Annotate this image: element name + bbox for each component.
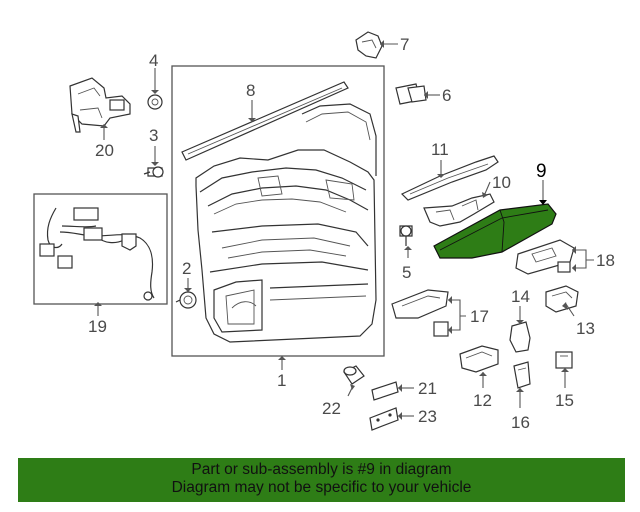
callout-17: 17 bbox=[470, 307, 489, 326]
notice-line-1: Part or sub-assembly is #9 in diagram bbox=[191, 461, 452, 478]
part-18-switch-panel bbox=[515, 239, 575, 275]
part-2-fastener bbox=[175, 291, 197, 309]
notice-line-2: Diagram may not be specific to your vehi… bbox=[171, 479, 472, 496]
callout-14: 14 bbox=[511, 287, 530, 306]
part-9-shape bbox=[433, 203, 557, 259]
door-panel-assembly bbox=[171, 65, 385, 357]
callout-22: 22 bbox=[322, 399, 341, 418]
part-5-screw bbox=[399, 225, 413, 246]
notice-banner: Part or sub-assembly is #9 in diagram Di… bbox=[18, 458, 625, 502]
part-9-armrest-highlighted bbox=[433, 203, 557, 259]
callout-21: 21 bbox=[418, 379, 437, 398]
part-10-armrest-base bbox=[423, 193, 495, 227]
part-21-lens bbox=[371, 381, 399, 401]
part-23-plate bbox=[369, 407, 399, 431]
part-3-screw bbox=[143, 166, 164, 178]
callout-labels: 1 2 3 4 5 6 7 8 9 10 11 12 13 14 15 16 1… bbox=[88, 35, 615, 432]
callout-1: 1 bbox=[277, 371, 286, 390]
callout-12: 12 bbox=[473, 391, 492, 410]
part-12-switch bbox=[459, 345, 499, 373]
part-19-wire-harness bbox=[33, 193, 168, 305]
part-4-clip bbox=[147, 94, 163, 110]
callout-13: 13 bbox=[576, 319, 595, 338]
callout-11: 11 bbox=[431, 140, 449, 159]
part-6-connector bbox=[395, 83, 427, 105]
callout-5: 5 bbox=[402, 263, 411, 282]
part-8-belt-molding bbox=[181, 81, 349, 161]
callout-20: 20 bbox=[95, 141, 114, 160]
callout-3: 3 bbox=[149, 126, 158, 145]
part-17-trim bbox=[391, 289, 449, 337]
part-7-clip bbox=[355, 31, 383, 59]
part-20-bracket bbox=[69, 77, 131, 133]
callout-18: 18 bbox=[596, 251, 615, 270]
part-15-cap bbox=[555, 351, 573, 369]
part-11-trim-strip bbox=[400, 155, 499, 201]
callout-6: 6 bbox=[442, 86, 451, 105]
part-22-bulb bbox=[343, 365, 365, 385]
callout-19: 19 bbox=[88, 317, 107, 336]
callout-4: 4 bbox=[149, 51, 158, 70]
callout-23: 23 bbox=[418, 407, 437, 426]
leader-lines bbox=[97, 43, 594, 417]
callout-16: 16 bbox=[511, 413, 530, 432]
callout-10: 10 bbox=[492, 173, 511, 192]
callout-7: 7 bbox=[400, 35, 409, 54]
part-14-switch bbox=[509, 321, 531, 353]
part-16-switch bbox=[513, 361, 531, 389]
callout-15: 15 bbox=[555, 391, 574, 410]
part-13-switch bbox=[545, 285, 579, 313]
callout-8: 8 bbox=[246, 81, 255, 100]
callout-2: 2 bbox=[182, 259, 191, 278]
arrowheads bbox=[94, 40, 576, 420]
callout-9: 9 bbox=[536, 161, 547, 182]
